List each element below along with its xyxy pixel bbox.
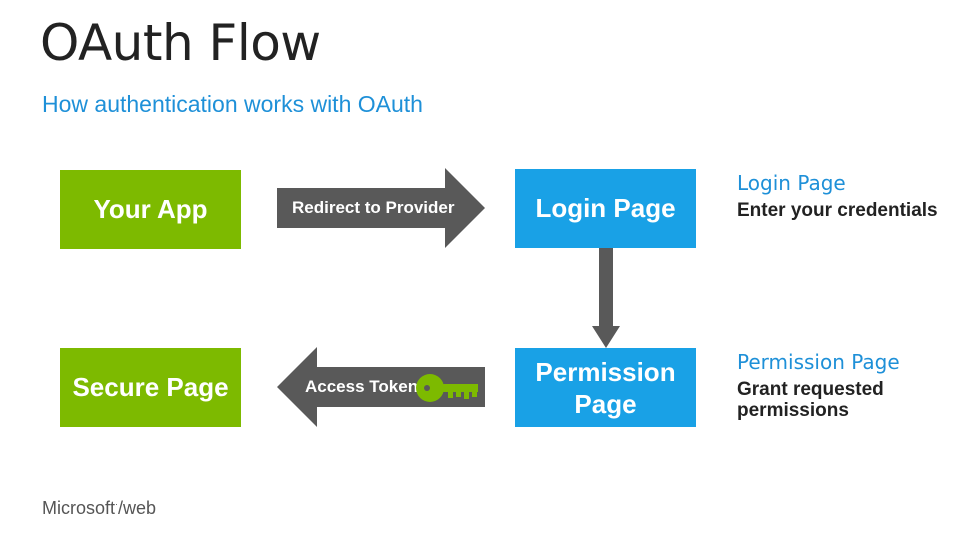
permission-note-line1: Grant requested xyxy=(737,379,884,400)
secure-page-label: Secure Page xyxy=(72,372,229,402)
down-arrow xyxy=(592,248,620,348)
access-token-label: Access Token xyxy=(305,377,419,396)
permission-note-body: Grant requested permissions xyxy=(737,379,884,421)
page-subtitle: How authentication works with OAuth xyxy=(42,91,423,117)
redirect-arrow xyxy=(277,168,485,248)
footer-logo: Microsoft·/web xyxy=(42,498,157,518)
permission-page-box: Permission Page xyxy=(515,348,696,427)
permission-note-line2: permissions xyxy=(737,400,849,421)
login-note-body: Enter your credentials xyxy=(737,200,938,221)
your-app-label: Your App xyxy=(93,194,208,224)
permission-page-label-line2: Page xyxy=(574,388,637,419)
secure-page-box: Secure Page xyxy=(60,348,241,427)
access-token-arrow xyxy=(277,347,485,427)
login-note-heading: Login Page xyxy=(737,171,846,195)
permission-page-label-line1: Permission xyxy=(535,356,676,387)
redirect-label: Redirect to Provider xyxy=(292,198,455,217)
login-page-label: Login Page xyxy=(535,193,676,223)
page-title: OAuth Flow xyxy=(40,14,321,72)
footer-brand: Microsoft xyxy=(42,498,116,518)
login-page-box: Login Page xyxy=(515,169,696,248)
key-icon xyxy=(416,374,478,402)
your-app-box: Your App xyxy=(60,170,241,249)
footer-suffix: /web xyxy=(118,498,157,518)
permission-note-heading: Permission Page xyxy=(737,350,900,374)
